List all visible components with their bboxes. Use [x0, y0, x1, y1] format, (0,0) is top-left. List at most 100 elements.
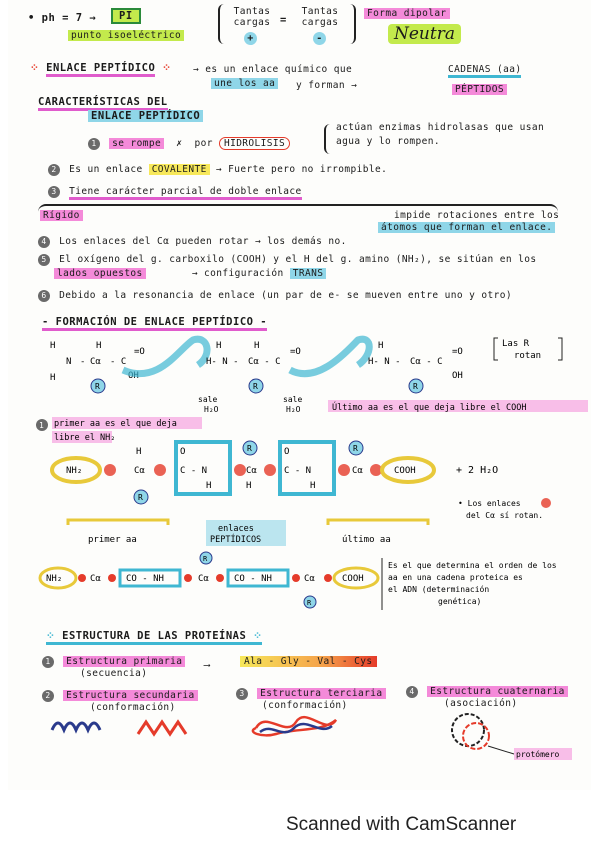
water-loop-1: [121, 335, 211, 378]
svg-text:H- N -: H- N -: [206, 357, 239, 367]
svg-text:O: O: [180, 447, 185, 457]
estructura-3: 3 Estructura terciaria: [236, 688, 386, 700]
formation-diagram: HH N- Cα- C=O HOH R HH- N - Cα - C=O H R…: [36, 335, 588, 760]
enlace-def-line2: une los aa: [211, 78, 279, 89]
caract-1-note2: agua y lo rompen.: [336, 136, 441, 147]
svg-text:Cα: Cα: [90, 574, 101, 584]
number-5-icon: 5: [38, 254, 50, 266]
ultimo-aa: último aa: [342, 535, 391, 545]
pi-badge: PI: [111, 8, 141, 24]
svg-text:Cα: Cα: [90, 357, 101, 367]
plus-water: + 2 H₂O: [456, 465, 498, 476]
number-e4-icon: 4: [406, 686, 418, 698]
sheet-drawing: [136, 719, 188, 737]
amino-acid-2: HH- N - Cα - C=O H R: [206, 341, 301, 394]
enlace-title-text: ENLACE PEPTÍDICO: [46, 62, 156, 77]
sale-2: sale: [283, 395, 302, 404]
svg-text:R: R: [203, 555, 208, 563]
rotan-note-2: del Cα sí rotan.: [466, 511, 543, 520]
helix-drawing: [50, 721, 102, 734]
caract-6: 6 Debido a la resonancia de enlace (un p…: [38, 290, 512, 302]
svg-text:C - N: C - N: [284, 466, 311, 476]
estructura-cuaternaria-sub: (asociación): [444, 698, 518, 709]
estructura-primaria-sub: (secuencia): [80, 668, 148, 679]
svg-text:R: R: [247, 444, 252, 453]
svg-text:H: H: [96, 341, 101, 351]
tertiary-drawing-red: [251, 715, 338, 737]
neutra-label: Neutra: [388, 24, 461, 44]
svg-text:=O: =O: [290, 347, 301, 357]
caract-1-por: por: [194, 138, 213, 149]
cargas-negativas: Tantas cargas: [301, 6, 339, 28]
estructura-terciaria-sub: (conformación): [262, 700, 348, 711]
enlaces-peptidicos-2: PEPTÍDICOS: [210, 533, 261, 545]
protomero-arrow: [487, 745, 515, 755]
caract-4-text: Los enlaces del Cα pueden rotar → los de…: [59, 236, 347, 247]
brace-rigido: [38, 204, 558, 216]
abbreviated-chain: NH₂ Cα CO - NH Cα R CO - NH Cα R COOH: [38, 551, 380, 609]
svg-text:OH: OH: [452, 371, 463, 381]
caract-6-text: Debido a la resonancia de enlace (un par…: [59, 290, 512, 301]
caract-5-config: → configuración: [191, 268, 284, 279]
primer-note-1: primer aa es el que deja: [54, 419, 177, 429]
rigido-tag: Rígido: [40, 210, 83, 221]
cargas-positivas: Tantas cargas: [233, 6, 271, 28]
estructura-1: 1 Estructura primaria: [42, 656, 186, 668]
caract-3-text: Tiene carácter parcial de doble enlace: [69, 186, 302, 200]
svg-text:Cα - C: Cα - C: [248, 357, 281, 367]
estructura-title: ⁘ ESTRUCTURA DE LAS PROTEÍNAS ⁘: [46, 630, 263, 645]
svg-text:COOH: COOH: [342, 574, 364, 584]
estructura-2: 2 Estructura secundaria: [42, 690, 198, 702]
svg-text:R: R: [307, 599, 312, 607]
notes-page: • ph = 7 → PI punto isoeléctrico Tantas …: [8, 0, 591, 790]
enlaces-peptidicos-1: enlaces: [218, 524, 254, 534]
estructura-secundaria-sub: (conformación): [90, 702, 176, 713]
svg-text:H: H: [254, 341, 259, 351]
amino-acid-3: HH- N - Cα - C=O OH R: [368, 341, 463, 394]
cadenas-label: CADENAS (aa): [448, 64, 522, 78]
rotan-bracket: [493, 337, 563, 361]
caract-5: 5 El oxígeno del g. carboxilo (COOH) y e…: [38, 254, 536, 266]
estructura-title-text: ESTRUCTURA DE LAS PROTEÍNAS: [62, 630, 247, 642]
ultimo-note: Último aa es el que deja libre el COOH: [332, 401, 526, 413]
primer-note-2: libre el NH₂: [54, 433, 115, 443]
svg-text:Cα: Cα: [198, 574, 209, 584]
svg-text:Cα: Cα: [134, 466, 145, 476]
h2o-1: H₂O: [204, 405, 219, 414]
primer-aa: primer aa: [88, 535, 137, 545]
svg-text:H: H: [50, 341, 55, 351]
sale-1: sale: [198, 395, 217, 404]
enlace-def-line3: y forman →: [296, 80, 358, 91]
caract-1-rompe: se rompe: [109, 138, 165, 149]
svg-text:=O: =O: [452, 347, 463, 357]
brace-left: [218, 4, 228, 44]
tertiary-drawing-blue: [259, 722, 333, 734]
svg-text:H: H: [378, 341, 383, 351]
svg-text:O: O: [284, 447, 289, 457]
svg-text:N: N: [66, 357, 71, 367]
cooh-end: COOH: [394, 466, 416, 476]
forma-dipolar: Forma dipolar: [364, 8, 450, 19]
svg-text:H: H: [246, 481, 251, 491]
svg-text:R: R: [138, 493, 143, 502]
svg-text:H: H: [50, 373, 55, 383]
formacion-title: - FORMACIÓN DE ENLACE PEPTÍDICO -: [42, 316, 268, 331]
svg-text:H: H: [216, 341, 221, 351]
svg-text:Cα: Cα: [352, 466, 363, 476]
svg-text:H: H: [310, 481, 315, 491]
rotan-note-1: • Los enlaces: [458, 499, 521, 508]
orden-3: el ADN (determinación: [388, 584, 489, 594]
hidrolisis-tag: HIDROLISIS: [218, 137, 291, 150]
estructura-secundaria: Estructura secundaria: [63, 690, 198, 701]
peptidos-label: PÉPTIDOS: [452, 84, 507, 95]
svg-text:R: R: [95, 382, 100, 391]
water-loop-2: [288, 335, 373, 378]
estructura-terciaria: Estructura terciaria: [257, 688, 386, 699]
caract-4: 4 Los enlaces del Cα pueden rotar → los …: [38, 236, 347, 248]
caract-1: 1 se rompe ✗ por HIDROLISIS: [88, 137, 291, 150]
arrow-icon: ✗: [176, 138, 183, 149]
impide-1: impide rotaciones entre los: [394, 210, 560, 221]
impide-2: átomos que forman el enlace.: [378, 222, 556, 233]
svg-text:- C: - C: [110, 357, 126, 367]
quaternary-drawing-black: [451, 713, 485, 747]
